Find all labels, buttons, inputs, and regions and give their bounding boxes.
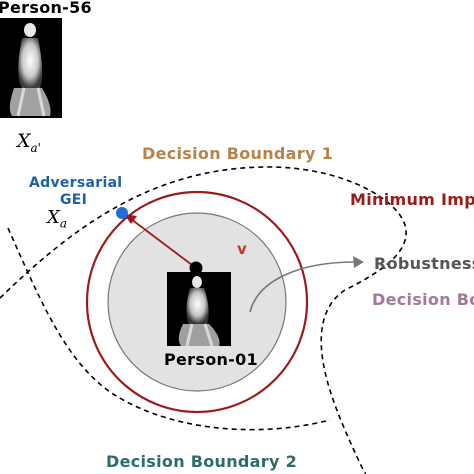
person-56-label: Person-56: [0, 0, 92, 17]
person-01-label: Person-01: [164, 350, 258, 369]
decision-boundary-1-label: Decision Boundary 1: [142, 144, 334, 163]
x-a-sub: a: [59, 216, 67, 231]
x-a-prime-main: X: [17, 130, 31, 152]
adversarial-label-line-2: GEI: [60, 192, 88, 208]
x-a-label: Xa: [47, 207, 67, 231]
minimum-imperceptible-label: Minimum Imper: [350, 190, 474, 209]
gei-image-person-56-icon: [0, 18, 62, 118]
robustness-pointer-curve: [249, 261, 356, 313]
decision-boundary-1-curve: [0, 166, 407, 474]
x-a-prime-label: Xa': [17, 130, 41, 155]
decision-boundary-2-label: Decision Boundary 2: [106, 452, 298, 471]
perturbation-vector-line: [130, 218, 197, 269]
decision-boundary-2-curve: [7, 227, 331, 431]
minimum-imperceptible-circle: [85, 190, 309, 414]
gei-image-person-01-icon: [167, 272, 231, 346]
perturbation-v-label: v: [237, 240, 248, 258]
perturbation-vector-arrowhead: [124, 214, 137, 224]
x-a-prime-sub: a': [30, 140, 41, 155]
x-a-main: X: [47, 207, 60, 228]
adversarial-label-line-1: Adversarial: [29, 175, 123, 191]
adversarial-point: [116, 207, 128, 219]
robustness-label: Robustness: [374, 254, 474, 273]
robustness-pointer-arrowhead: [353, 256, 364, 268]
decision-boundary-partial-label: Decision Bo: [372, 290, 474, 309]
